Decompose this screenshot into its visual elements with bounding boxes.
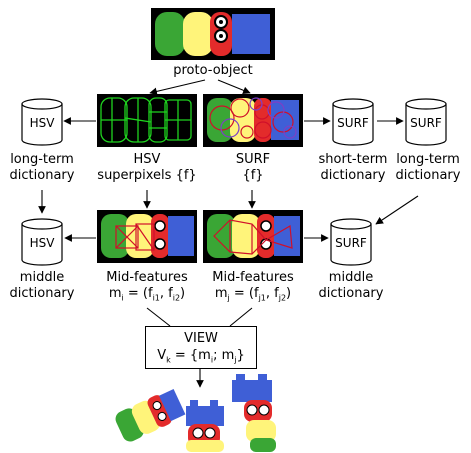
hsv-superpixels-image bbox=[97, 94, 197, 147]
hsv-longterm-db-title: HSV bbox=[29, 116, 55, 130]
surf-mid-features-caption: Mid-features mj = (fj1, fj2) bbox=[198, 270, 308, 307]
view-formula: Vk = {mi; mj} bbox=[157, 348, 245, 365]
surf-middle-db-icon bbox=[330, 218, 372, 266]
connector-hsv-mid-to-view bbox=[146, 307, 171, 327]
surf-longterm-db-title: SURF bbox=[410, 116, 442, 130]
hsv-longterm-db-icon bbox=[21, 98, 63, 146]
view-title: VIEW bbox=[184, 331, 218, 346]
hsv-longterm-db-caption: long-term dictionary bbox=[9, 152, 75, 183]
surf-middle-db-caption: middle dictionary bbox=[318, 270, 384, 301]
proto-object-image bbox=[151, 8, 275, 60]
hsv-mid-features-caption: Mid-features mi = (fi1, fi2) bbox=[92, 270, 202, 307]
surf-shortterm-db-icon bbox=[332, 98, 374, 146]
surf-mid-features-image bbox=[203, 210, 303, 263]
arrow-proto-to-surf bbox=[217, 79, 251, 94]
surf-features-image bbox=[203, 94, 303, 147]
hsv-middle-db-icon bbox=[21, 218, 63, 266]
view-box: VIEW Vk = {mi; mj} bbox=[145, 326, 257, 369]
surf-shortterm-db-title: SURF bbox=[337, 116, 369, 130]
hsv-middle-db-title: HSV bbox=[29, 236, 55, 250]
proto-object-label: proto-object bbox=[173, 63, 253, 78]
arrow-proto-to-hsv bbox=[149, 79, 206, 96]
hsv-mid-features-formula: mi = (fi1, fi2) bbox=[108, 286, 186, 303]
toy-views-image bbox=[115, 374, 276, 452]
hsv-mid-features-image bbox=[97, 210, 197, 263]
surf-mid-features-formula: mj = (fj1, fj2) bbox=[214, 286, 292, 303]
arrow-surf-longterm-to-middle bbox=[375, 195, 419, 225]
connector-surf-mid-to-view bbox=[229, 307, 253, 327]
surf-features-caption: SURF {f} bbox=[235, 152, 271, 183]
surf-middle-db-title: SURF bbox=[335, 236, 367, 250]
surf-longterm-db-icon bbox=[405, 98, 447, 146]
hsv-middle-db-caption: middle dictionary bbox=[9, 270, 75, 301]
surf-longterm-db-caption: long-term dictionary bbox=[395, 152, 461, 183]
hsv-superpixels-caption: HSV superpixels {f} bbox=[97, 152, 197, 183]
surf-shortterm-db-caption: short-term dictionary bbox=[318, 152, 388, 183]
